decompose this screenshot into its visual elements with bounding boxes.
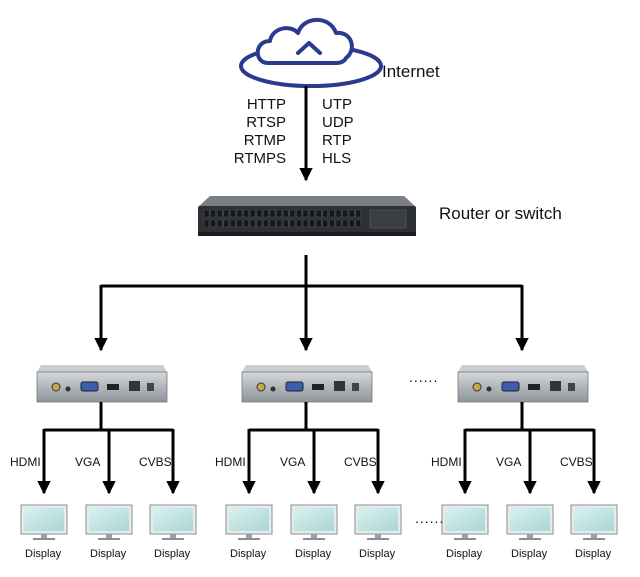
protocol-rtmp: RTMP [243, 132, 286, 149]
display-label: Display [90, 548, 127, 560]
protocol-utp: UTP [322, 96, 352, 113]
decoder-ellipsis: ...... [409, 369, 439, 385]
display-monitor-icon [570, 504, 618, 540]
display-label: Display [230, 548, 267, 560]
display-label: Display [511, 548, 548, 560]
display-label: Display [295, 548, 332, 560]
display-monitor-icon [354, 504, 402, 540]
signal-label: HDMI [431, 455, 462, 469]
router-label: Router or switch [439, 204, 562, 223]
display-label: Display [154, 548, 191, 560]
cloud-upload-icon [239, 17, 383, 88]
display-label: Display [446, 548, 483, 560]
signal-label: VGA [75, 455, 101, 469]
display-monitor-icon [506, 504, 554, 540]
signal-label: VGA [496, 455, 522, 469]
signal-label: CVBS [139, 455, 172, 469]
display-monitor-icon [290, 504, 338, 540]
display-monitor-icon [149, 504, 197, 540]
decoder-device [36, 365, 168, 403]
decoder-device [457, 365, 589, 403]
signal-label: HDMI [10, 455, 41, 469]
decoder-device [241, 365, 373, 403]
protocol-rtsp: RTSP [246, 114, 286, 131]
protocol-hls: HLS [322, 150, 352, 167]
internet-label: Internet [382, 62, 440, 81]
display-monitor-icon [225, 504, 273, 540]
signal-label: HDMI [215, 455, 246, 469]
display-monitor-icon [20, 504, 68, 540]
display-monitor-icon [85, 504, 133, 540]
signal-label: VGA [280, 455, 306, 469]
display-ellipsis: ...... [415, 510, 445, 526]
signal-label: CVBS [344, 455, 377, 469]
router-switch-device [198, 196, 416, 236]
signal-label: CVBS [560, 455, 593, 469]
display-label: Display [575, 548, 612, 560]
protocol-http: HTTP [246, 96, 286, 113]
protocol-udp: UDP [322, 114, 354, 131]
protocol-rtmps: RTMPS [233, 150, 286, 167]
protocol-rtp: RTP [322, 132, 352, 149]
display-label: Display [359, 548, 396, 560]
display-label: Display [25, 548, 62, 560]
display-monitor-icon [441, 504, 489, 540]
